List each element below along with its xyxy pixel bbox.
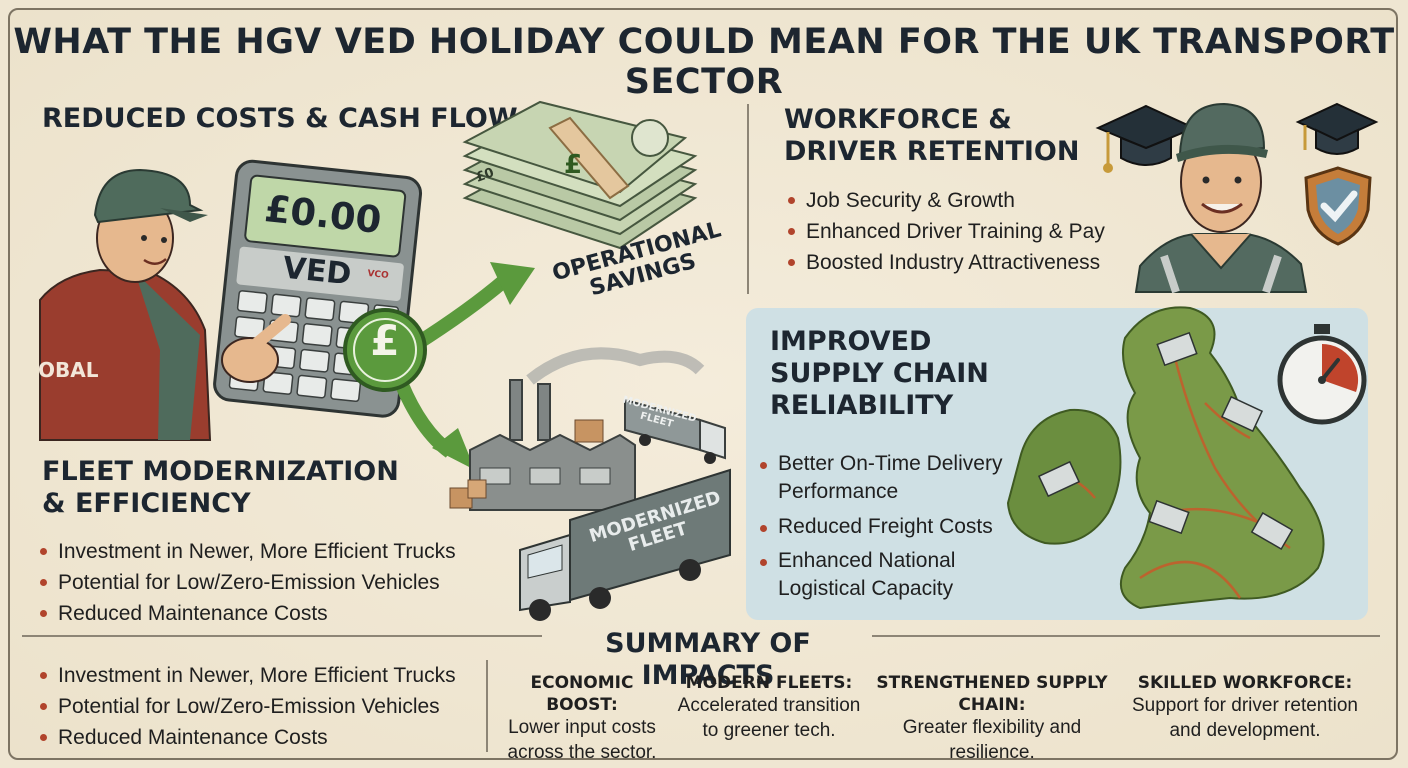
section-divider-vertical [747, 104, 749, 294]
list-item: Potential for Low/Zero-Emission Vehicles [36, 567, 456, 598]
fleet-heading: FLEET MODERNIZATION & EFFICIENCY [42, 456, 399, 520]
list-item: Reduced Freight Costs [756, 513, 1016, 541]
supply-heading: IMPROVED SUPPLY CHAIN RELIABILITY [770, 326, 989, 422]
list-item: Enhanced Driver Training & Pay [784, 216, 1105, 247]
vest-logo-text: OBAL [38, 358, 99, 382]
summary-column-economic: ECONOMIC BOOST: Lower input costs across… [492, 672, 672, 766]
summary-list: Investment in Newer, More Efficient Truc… [36, 660, 456, 753]
workforce-heading-line2: DRIVER RETENTION [784, 135, 1080, 167]
summary-column-text: Lower input costs across the sector. [507, 717, 657, 763]
workforce-heading-line1: WORKFORCE & [784, 104, 1012, 135]
summary-column-supply: STRENGTHENED SUPPLY CHAIN: Greater flexi… [874, 672, 1110, 766]
list-item: Investment in Newer, More Efficient Truc… [36, 660, 456, 691]
stopwatch-icon [1277, 324, 1367, 425]
flow-arrows [343, 262, 535, 470]
supply-heading-line2: SUPPLY CHAIN [770, 357, 989, 389]
supply-heading-line1: IMPROVED [770, 326, 932, 357]
list-item: Investment in Newer, More Efficient Truc… [36, 536, 456, 567]
page-title: WHAT THE HGV VED HOLIDAY COULD MEAN FOR … [13, 22, 1395, 102]
worker-calculator-illustration [39, 159, 423, 441]
summary-divider-left [22, 635, 542, 637]
fleet-list: Investment in Newer, More Efficient Truc… [36, 536, 456, 629]
banknote-pound-symbol: £ [563, 150, 583, 180]
fleet-heading-line1: FLEET MODERNIZATION [42, 456, 399, 487]
list-item: Reduced Maintenance Costs [36, 722, 456, 753]
uk-map-illustration [1006, 306, 1325, 610]
summary-column-text: Accelerated transition to greener tech. [677, 695, 861, 741]
pound-coin-icon: £ [370, 316, 400, 365]
summary-heading: SUMMARY OF IMPACTS [605, 628, 811, 691]
list-item: Boosted Industry Attractiveness [784, 247, 1105, 278]
money-stack-illustration [462, 100, 698, 250]
summary-column-text: Support for driver retention and develop… [1131, 695, 1358, 741]
shield-check-icon [1304, 166, 1372, 246]
costs-heading: REDUCED COSTS & CASH FLOW [42, 103, 518, 134]
summary-column-fleets: MODERN FLEETS: Accelerated transition to… [674, 672, 864, 743]
summary-divider-right [872, 635, 1380, 637]
summary-column-text: Greater flexibility and resilience. [902, 717, 1082, 763]
summary-column-label: ECONOMIC BOOST: [530, 673, 634, 716]
factory-trucks-illustration [449, 347, 731, 621]
summary-column-label: MODERN FLEETS: [685, 673, 853, 693]
workforce-heading: WORKFORCE & DRIVER RETENTION [784, 104, 1079, 168]
list-item: Enhanced National Logistical Capacity [756, 547, 1016, 604]
summary-column-label: SKILLED WORKFORCE: [1137, 673, 1353, 693]
summary-column-workforce: SKILLED WORKFORCE: Support for driver re… [1120, 672, 1370, 743]
supply-heading-line3: RELIABILITY [770, 389, 954, 421]
list-item: Job Security & Growth [784, 185, 1105, 216]
graduation-cap-icon [1095, 104, 1197, 173]
summary-column-label: STRENGTHENED SUPPLY CHAIN: [876, 673, 1108, 716]
supply-list: Better On-Time Delivery Performance Redu… [756, 450, 1016, 604]
driver-portrait-illustration [1134, 102, 1308, 294]
list-item: Reduced Maintenance Costs [36, 598, 456, 629]
summary-divider-vertical [486, 660, 488, 752]
list-item: Potential for Low/Zero-Emission Vehicles [36, 691, 456, 722]
graduation-cap-icon [1295, 102, 1379, 155]
fleet-heading-line2: & EFFICIENCY [42, 487, 251, 519]
workforce-list: Job Security & Growth Enhanced Driver Tr… [784, 185, 1105, 278]
list-item: Better On-Time Delivery Performance [756, 450, 1016, 507]
